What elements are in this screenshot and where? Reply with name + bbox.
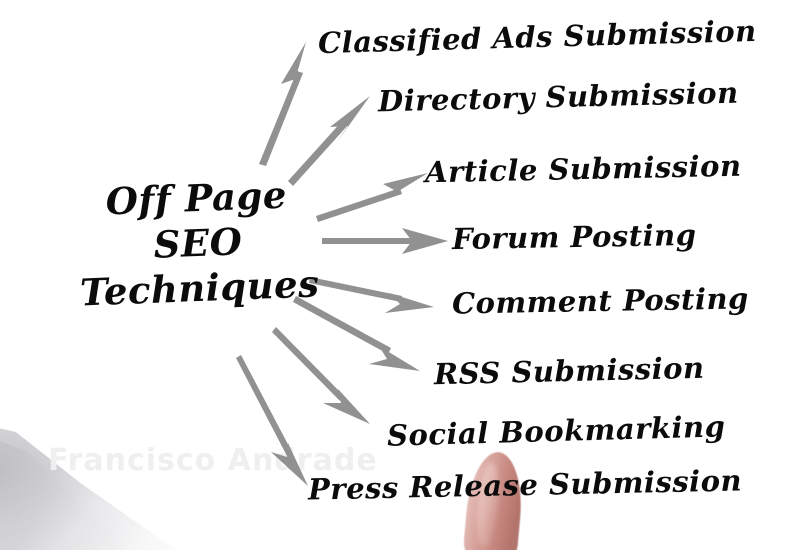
arrow-to-article-submission xyxy=(316,173,428,222)
arrow-to-directory-submission xyxy=(288,96,370,186)
arrow-to-rss-submission xyxy=(293,296,420,371)
arrow-to-classified-ads-submission xyxy=(259,42,306,166)
branch-label-rss-submission: RSS Submission xyxy=(433,350,705,392)
arrow-to-comment-posting xyxy=(309,277,434,313)
arrow-to-press-release-submission xyxy=(236,355,308,486)
branch-label-article-submission: Article Submission xyxy=(424,148,742,190)
title-line-3: Techniques xyxy=(79,261,321,315)
watermark: Francisco Andrade xyxy=(48,443,378,478)
arrow-to-forum-posting xyxy=(322,228,448,254)
page-title: Off Page SEO Techniques xyxy=(75,171,320,315)
title-line-1: Off Page xyxy=(104,172,288,224)
arrow-to-social-bookmarking xyxy=(272,327,370,424)
branch-label-comment-posting: Comment Posting xyxy=(451,281,750,321)
branch-label-forum-posting: Forum Posting xyxy=(451,217,697,257)
